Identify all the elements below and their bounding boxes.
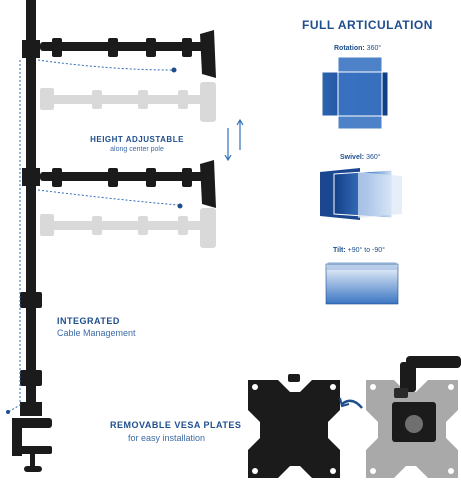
cable-routing [7, 59, 179, 413]
swivel-graphic [320, 168, 402, 220]
vesa-subtitle: for easy installation [128, 433, 206, 443]
tilt-caption: Tilt: +90° to -90° [333, 247, 385, 254]
integrated-subtitle: Cable Management [57, 328, 136, 338]
height-adjustable-subtitle: along center pole [110, 146, 164, 153]
tilt-label: Tilt: [333, 247, 346, 254]
rotation-caption: Rotation: 360° [334, 45, 381, 52]
tilt-graphic [325, 262, 399, 305]
ghost-arm-upper [40, 82, 216, 122]
swivel-caption: Swivel: 360° [340, 154, 381, 161]
upper-arm [40, 30, 216, 78]
swap-arrow-icon [339, 397, 363, 409]
center-pole [26, 0, 36, 410]
vesa-heading: REMOVABLE VESA PLATES [110, 420, 242, 430]
rotation-label: Rotation: [334, 45, 365, 52]
tilt-value: +90° to -90° [347, 247, 385, 254]
full-articulation-heading: FULL ARTICULATION [302, 18, 433, 32]
integrated-heading: INTEGRATED [57, 316, 120, 326]
vesa-plate-gray [366, 356, 461, 478]
swivel-value: 360° [366, 154, 381, 161]
rotation-value: 360° [366, 45, 382, 52]
swivel-label: Swivel: [340, 154, 365, 161]
lower-arm [40, 160, 216, 208]
height-adjustable-heading: HEIGHT ADJUSTABLE [90, 135, 184, 144]
ghost-arm-lower [40, 208, 216, 248]
rotation-graphic [321, 56, 389, 130]
height-arrows-icon [224, 118, 244, 162]
desk-clamp [12, 418, 52, 472]
vesa-plate-black [248, 374, 340, 478]
